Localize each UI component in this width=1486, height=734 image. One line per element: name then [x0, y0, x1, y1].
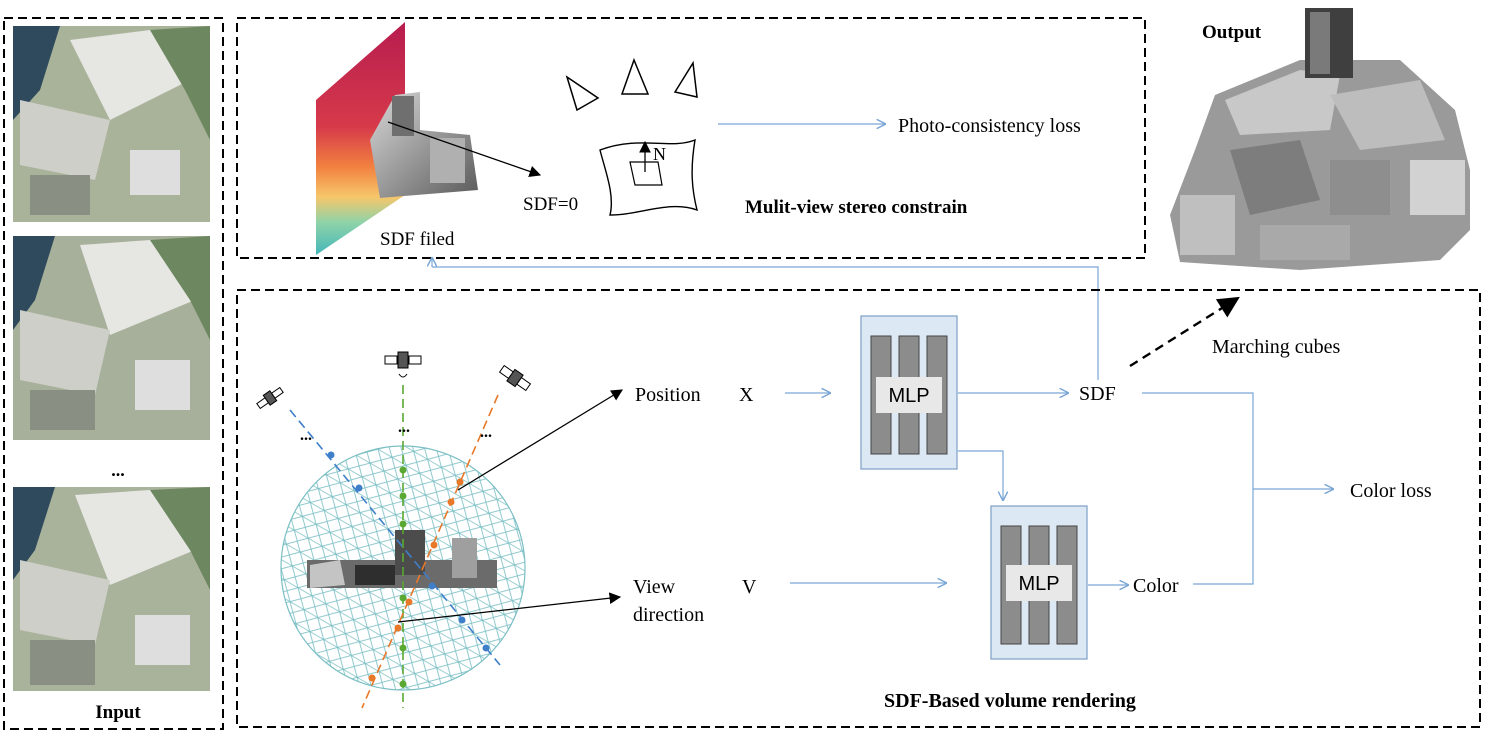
sample-point [355, 484, 363, 492]
sample-point [399, 492, 407, 500]
rendering-panel-border [236, 289, 1481, 728]
sample-point [399, 594, 407, 602]
loss-merge-line [1142, 392, 1254, 585]
mlp-block-1: MLP [860, 315, 958, 470]
sample-point [482, 644, 490, 652]
sdf-label: SDF [1079, 383, 1116, 405]
sample-point [458, 616, 466, 624]
mlp1-label: MLP [888, 385, 929, 407]
mvs-panel-border [236, 17, 1146, 259]
output-label: Output [1202, 22, 1262, 43]
mlp-block-2: MLP [990, 505, 1088, 660]
sample-point [399, 520, 407, 528]
marching-cubes-label: Marching cubes [1212, 336, 1341, 358]
sample-point [405, 598, 413, 606]
city-model-small [370, 92, 478, 198]
input-image-1 [13, 26, 210, 222]
sample-point [399, 466, 407, 474]
sample-point [447, 498, 455, 506]
sample-point [399, 644, 407, 652]
sdf-zero-label: SDF=0 [523, 194, 578, 215]
satellite-icon [384, 351, 422, 378]
sample-point [399, 680, 407, 688]
normal-label: N [653, 144, 666, 164]
direction-label: direction [633, 604, 704, 626]
satellite-icon [256, 386, 284, 410]
marching-cubes-arrow [1129, 296, 1240, 368]
camera-cone-icon [565, 75, 600, 112]
sdf-filed-label: SDF filed [380, 229, 455, 250]
color-loss-label: Color loss [1350, 480, 1432, 502]
input-panel-border [3, 17, 224, 730]
camera-cone-icon [620, 57, 650, 95]
v-label: V [742, 576, 757, 598]
color-label: Color [1133, 575, 1179, 597]
mvs-title: Mulit-view stereo constrain [745, 197, 968, 218]
input-label: Input [95, 702, 141, 723]
sample-point [428, 582, 436, 590]
input-image-3 [13, 487, 210, 691]
sample-point [430, 541, 438, 549]
photo-loss-label: Photo-consistency loss [898, 115, 1081, 137]
ray-dots-mid: ... [398, 419, 410, 436]
city-model-sphere [307, 530, 497, 588]
sample-point [327, 451, 335, 459]
ray-dots-right: ... [480, 424, 492, 441]
mlp2-label: MLP [1018, 573, 1059, 595]
rendering-title: SDF-Based volume rendering [884, 690, 1136, 712]
sdf-feedback-line [432, 266, 1099, 380]
camera-cone-icon [673, 60, 698, 98]
view-direction-arrow [397, 592, 622, 623]
satellite-icon [498, 364, 532, 392]
position-label: Position [635, 384, 701, 406]
ray-orange [361, 394, 499, 709]
sample-point [394, 624, 402, 632]
sample-point [456, 478, 464, 486]
ray-dots-left: ... [300, 427, 312, 444]
output-3d-model [1170, 8, 1470, 270]
surface-tangent-plane [629, 161, 663, 186]
sample-point [368, 674, 376, 682]
mlp1-to-mlp2-arrow [958, 450, 1003, 500]
sdf-to-surface-arrow [387, 121, 542, 178]
x-label: X [739, 384, 754, 406]
position-arrow [457, 389, 623, 491]
surface-patch [599, 138, 699, 216]
input-ellipsis: ... [111, 460, 125, 480]
input-image-2 [13, 236, 210, 440]
view-label: View [633, 576, 676, 598]
